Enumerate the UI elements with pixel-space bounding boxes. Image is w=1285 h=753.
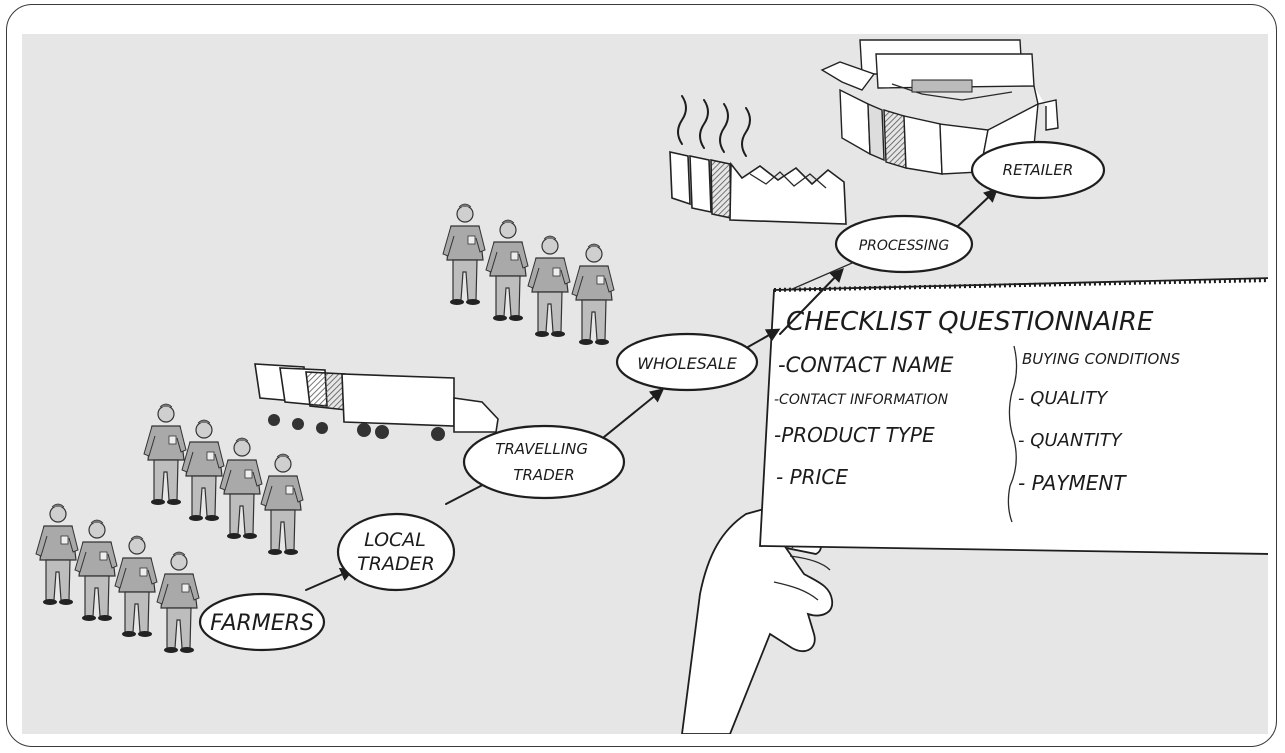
checklist-left-item-1: -CONTACT NAME <box>778 353 954 377</box>
stage-wholesale: WHOLESALE <box>615 332 759 392</box>
checklist-right-item-3: - QUANTITY <box>1018 430 1124 451</box>
stage-processing: PROCESSING <box>834 214 974 274</box>
arrow-processing-to-retailer <box>957 188 999 227</box>
local-trader-oval <box>336 512 456 592</box>
arrow-farmers-to-local <box>305 568 355 591</box>
checklist-left-item-4: - PRICE <box>776 465 848 489</box>
local-trader-line-2: TRADER <box>357 553 435 575</box>
processing-label: PROCESSING <box>859 238 950 254</box>
checklist-right-item-4: - PAYMENT <box>1018 471 1127 495</box>
processing-oval <box>834 214 974 274</box>
travelling-trader-label: TRAVELLING TRADER <box>495 440 593 484</box>
checklist-right-item-2: - QUALITY <box>1018 388 1109 409</box>
travelling-trader-line-1: TRAVELLING <box>495 440 588 458</box>
local-trader-line-1: LOCAL <box>364 529 426 551</box>
retailer-label: RETAILER <box>1003 161 1074 179</box>
local-trader-label: LOCAL TRADER <box>357 529 435 575</box>
wholesale-oval <box>615 332 759 392</box>
wholesale-label: WHOLESALE <box>637 354 737 373</box>
checklist-right-item-1: BUYING CONDITIONS <box>1022 350 1181 368</box>
checklist-title: CHECKLIST QUESTIONNAIRE <box>786 307 1154 337</box>
stage-local-trader: LOCAL TRADER <box>336 512 456 592</box>
hand-icon <box>681 503 833 734</box>
checklist-card: CHECKLIST QUESTIONNAIRE -CONTACT NAME -C… <box>759 277 1268 555</box>
farmers-oval <box>198 592 326 652</box>
stage-farmers: FARMERS <box>198 592 326 652</box>
travelling-trader-oval <box>462 424 626 500</box>
factory-icon <box>669 95 847 225</box>
retail-shops-icon <box>820 39 1059 175</box>
value-chain-diagram: CHECKLIST QUESTIONNAIRE -CONTACT NAME -C… <box>22 34 1268 734</box>
farmers-label: FARMERS <box>210 611 314 636</box>
retailer-oval <box>970 140 1106 200</box>
value-chain-illustration: CHECKLIST QUESTIONNAIRE -CONTACT NAME -C… <box>22 34 1268 734</box>
checklist-left-item-2: -CONTACT INFORMATION <box>774 392 949 408</box>
travelling-trader-line-2: TRADER <box>513 466 574 484</box>
stage-travelling-trader: TRAVELLING TRADER <box>462 424 626 500</box>
arrow-to-processing <box>779 267 844 335</box>
stage-retailer: RETAILER <box>970 140 1106 200</box>
checklist-left-item-3: -PRODUCT TYPE <box>774 423 935 447</box>
trucks-icon <box>254 363 499 441</box>
